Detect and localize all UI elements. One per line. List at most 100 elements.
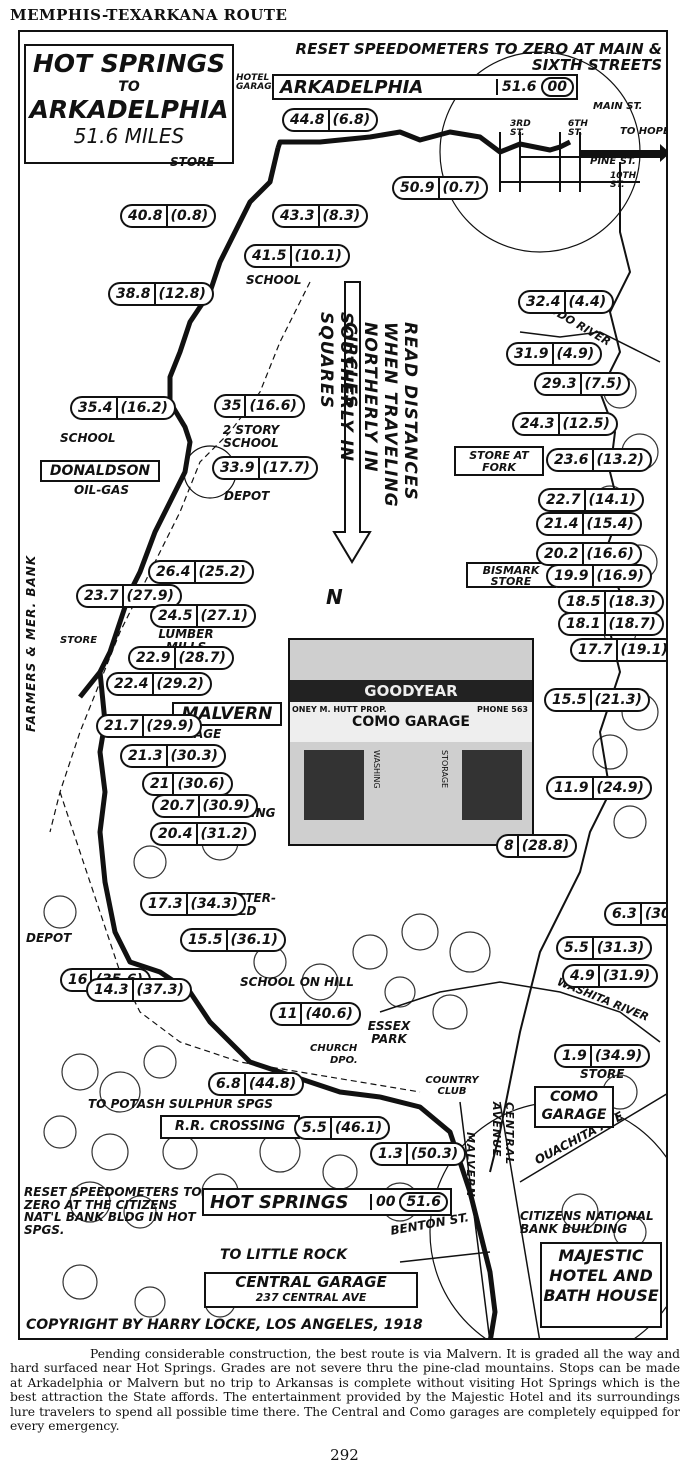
photo-door-left [304,750,364,820]
marker-northbound-mile: 1.3 [370,1142,406,1166]
marker-northbound-mile: 17.7 [570,638,616,662]
label-oil-gas: OIL-GAS [74,483,130,497]
marker-southbound-mile: 30.6 [172,772,233,796]
mileage-marker: 22.714.1 [538,488,644,512]
mileage-marker: 19.916.9 [546,564,652,588]
street-main: MAIN ST. [593,101,643,112]
street-tenth: 10TH ST. [610,171,637,191]
marker-northbound-mile: 8 [496,834,517,858]
marker-northbound-mile: 19.9 [546,564,592,588]
marker-northbound-mile: 23.7 [76,584,122,608]
mileage-marker: 22.429.2 [106,672,212,696]
marker-northbound-mile: 24.3 [512,412,558,436]
title-destination: ARKADELPHIA [29,95,229,124]
route-header: MEMPHIS-TEXARKANA ROUTE [10,6,288,24]
marker-northbound-mile: 22.9 [128,646,174,670]
label-essex-park: ESSEX PARK [367,1019,411,1046]
mileage-marker: 21.415.4 [536,512,642,536]
marker-northbound-mile: 17.3 [140,892,186,916]
marker-northbound-mile: 21 [142,772,173,796]
label-central-avenue: CENTRAL AVENUE [490,1102,516,1166]
title-to: TO [118,79,140,95]
street-third: 3RD ST. [510,119,531,139]
mileage-marker: 23.727.9 [76,584,182,608]
marker-southbound-mile: 27.9 [121,584,182,608]
marker-southbound-mile: 27.1 [195,604,256,628]
mileage-marker: 20.730.9 [152,794,258,818]
mileage-marker: 20.431.2 [150,822,256,846]
north-symbol: N [326,585,343,609]
hot-springs-rev: 51.6 [399,1192,448,1212]
railroad [49,281,421,1093]
mileage-marker: 18.518.3 [558,590,664,614]
marker-southbound-mile: 28.7 [173,646,234,670]
label-potash-springs: TO POTASH SULPHUR SPGS [88,1097,273,1111]
marker-northbound-mile: 6.8 [208,1072,244,1096]
central-garage-address: 237 CENTRAL AVE [255,1291,367,1304]
marker-southbound-mile: 4.9 [551,342,603,366]
marker-southbound-mile: 4.4 [563,290,615,314]
marker-southbound-mile: 24.9 [591,776,652,800]
mileage-marker: 40.80.8 [120,204,217,228]
marker-northbound-mile: 21.7 [96,714,142,738]
mileage-marker: 23.613.2 [546,448,652,472]
marker-northbound-mile: 6.3 [604,902,640,926]
marker-southbound-mile: 36.1 [225,928,286,952]
marker-northbound-mile: 21.3 [120,744,166,768]
mileage-marker: 31.94.9 [506,342,603,366]
marker-northbound-mile: 29.3 [534,372,580,396]
mileage-marker: 17.334.3 [140,892,246,916]
majestic-hotel-box: MAJESTIC HOTEL AND BATH HOUSE [540,1242,662,1328]
mileage-marker: 21.729.9 [96,714,202,738]
marker-northbound-mile: 20.7 [152,794,198,818]
marker-northbound-mile: 38.8 [108,282,154,306]
marker-southbound-mile: 34.3 [185,892,246,916]
marker-northbound-mile: 4.9 [562,964,598,988]
mileage-marker: 17.719.1 [570,638,666,662]
marker-southbound-mile: 7.5 [579,372,631,396]
copyright: COPYRIGHT BY HARRY LOCKE, LOS ANGELES, 1… [26,1317,423,1333]
label-store-top: STORE [170,155,215,169]
marker-northbound-mile: 11.9 [546,776,592,800]
marker-southbound-mile: 16.6 [244,394,305,418]
mileage-marker: 1140.6 [270,1002,361,1026]
marker-southbound-mile: 40.6 [300,1002,361,1026]
mileage-marker: 20.216.6 [536,542,642,566]
marker-southbound-mile: 12.5 [557,412,618,436]
arkadelphia-streets [499,132,660,192]
marker-northbound-mile: 22.4 [106,672,152,696]
marker-southbound-mile: 30.9 [197,794,258,818]
photo-phone: PHONE 563 [476,705,528,714]
map-title-box: HOT SPRINGS TO ARKADELPHIA 51.6 MILES [24,44,234,164]
marker-northbound-mile: 40.8 [120,204,166,228]
label-citizens-bank: CITIZENS NATIONAL BANK BUILDING [520,1209,654,1236]
mileage-marker: 5.546.1 [294,1116,391,1140]
mileage-marker: 22.928.7 [128,646,234,670]
marker-northbound-mile: 35.4 [70,396,116,420]
marker-southbound-mile: 44.8 [243,1072,305,1096]
marker-southbound-mile: 29.9 [141,714,202,738]
marker-northbound-mile: 32.4 [518,290,564,314]
reset-top-note: RESET SPEEDOMETERS TO ZERO AT MAIN & SIX… [295,40,662,74]
mileage-marker: 38.812.8 [108,282,214,306]
marker-southbound-mile: 14.1 [583,488,644,512]
arkadelphia-mile: 51.6 [495,79,541,95]
marker-southbound-mile: 0.8 [165,204,217,228]
mileage-marker: 21.330.3 [120,744,226,768]
marker-southbound-mile: 18.3 [603,590,664,614]
marker-southbound-mile: 8.3 [317,204,369,228]
mileage-marker: 6.330.5 [604,902,666,926]
photo-garage-sign: ONEY M. HUTT PROP. COMO GARAGE PHONE 563 [290,702,532,742]
mileage-marker: 44.86.8 [282,108,379,132]
street-to-hope: TO HOPE [620,126,668,137]
washita-river [379,981,661,1043]
mileage-marker: 1.934.9 [554,1044,651,1068]
marker-southbound-mile: 13.2 [591,448,652,472]
hot-springs-mile: 00 [369,1194,399,1210]
mileage-marker: 24.527.1 [150,604,256,628]
central-garage-box: CENTRAL GARAGE 237 CENTRAL AVE [204,1272,418,1308]
marker-northbound-mile: 21.4 [536,512,582,536]
mileage-marker: 5.531.3 [556,936,653,960]
como-garage-photo: GOODYEAR ONEY M. HUTT PROP. COMO GARAGE … [288,638,534,846]
mileage-marker: 1.350.3 [370,1142,467,1166]
